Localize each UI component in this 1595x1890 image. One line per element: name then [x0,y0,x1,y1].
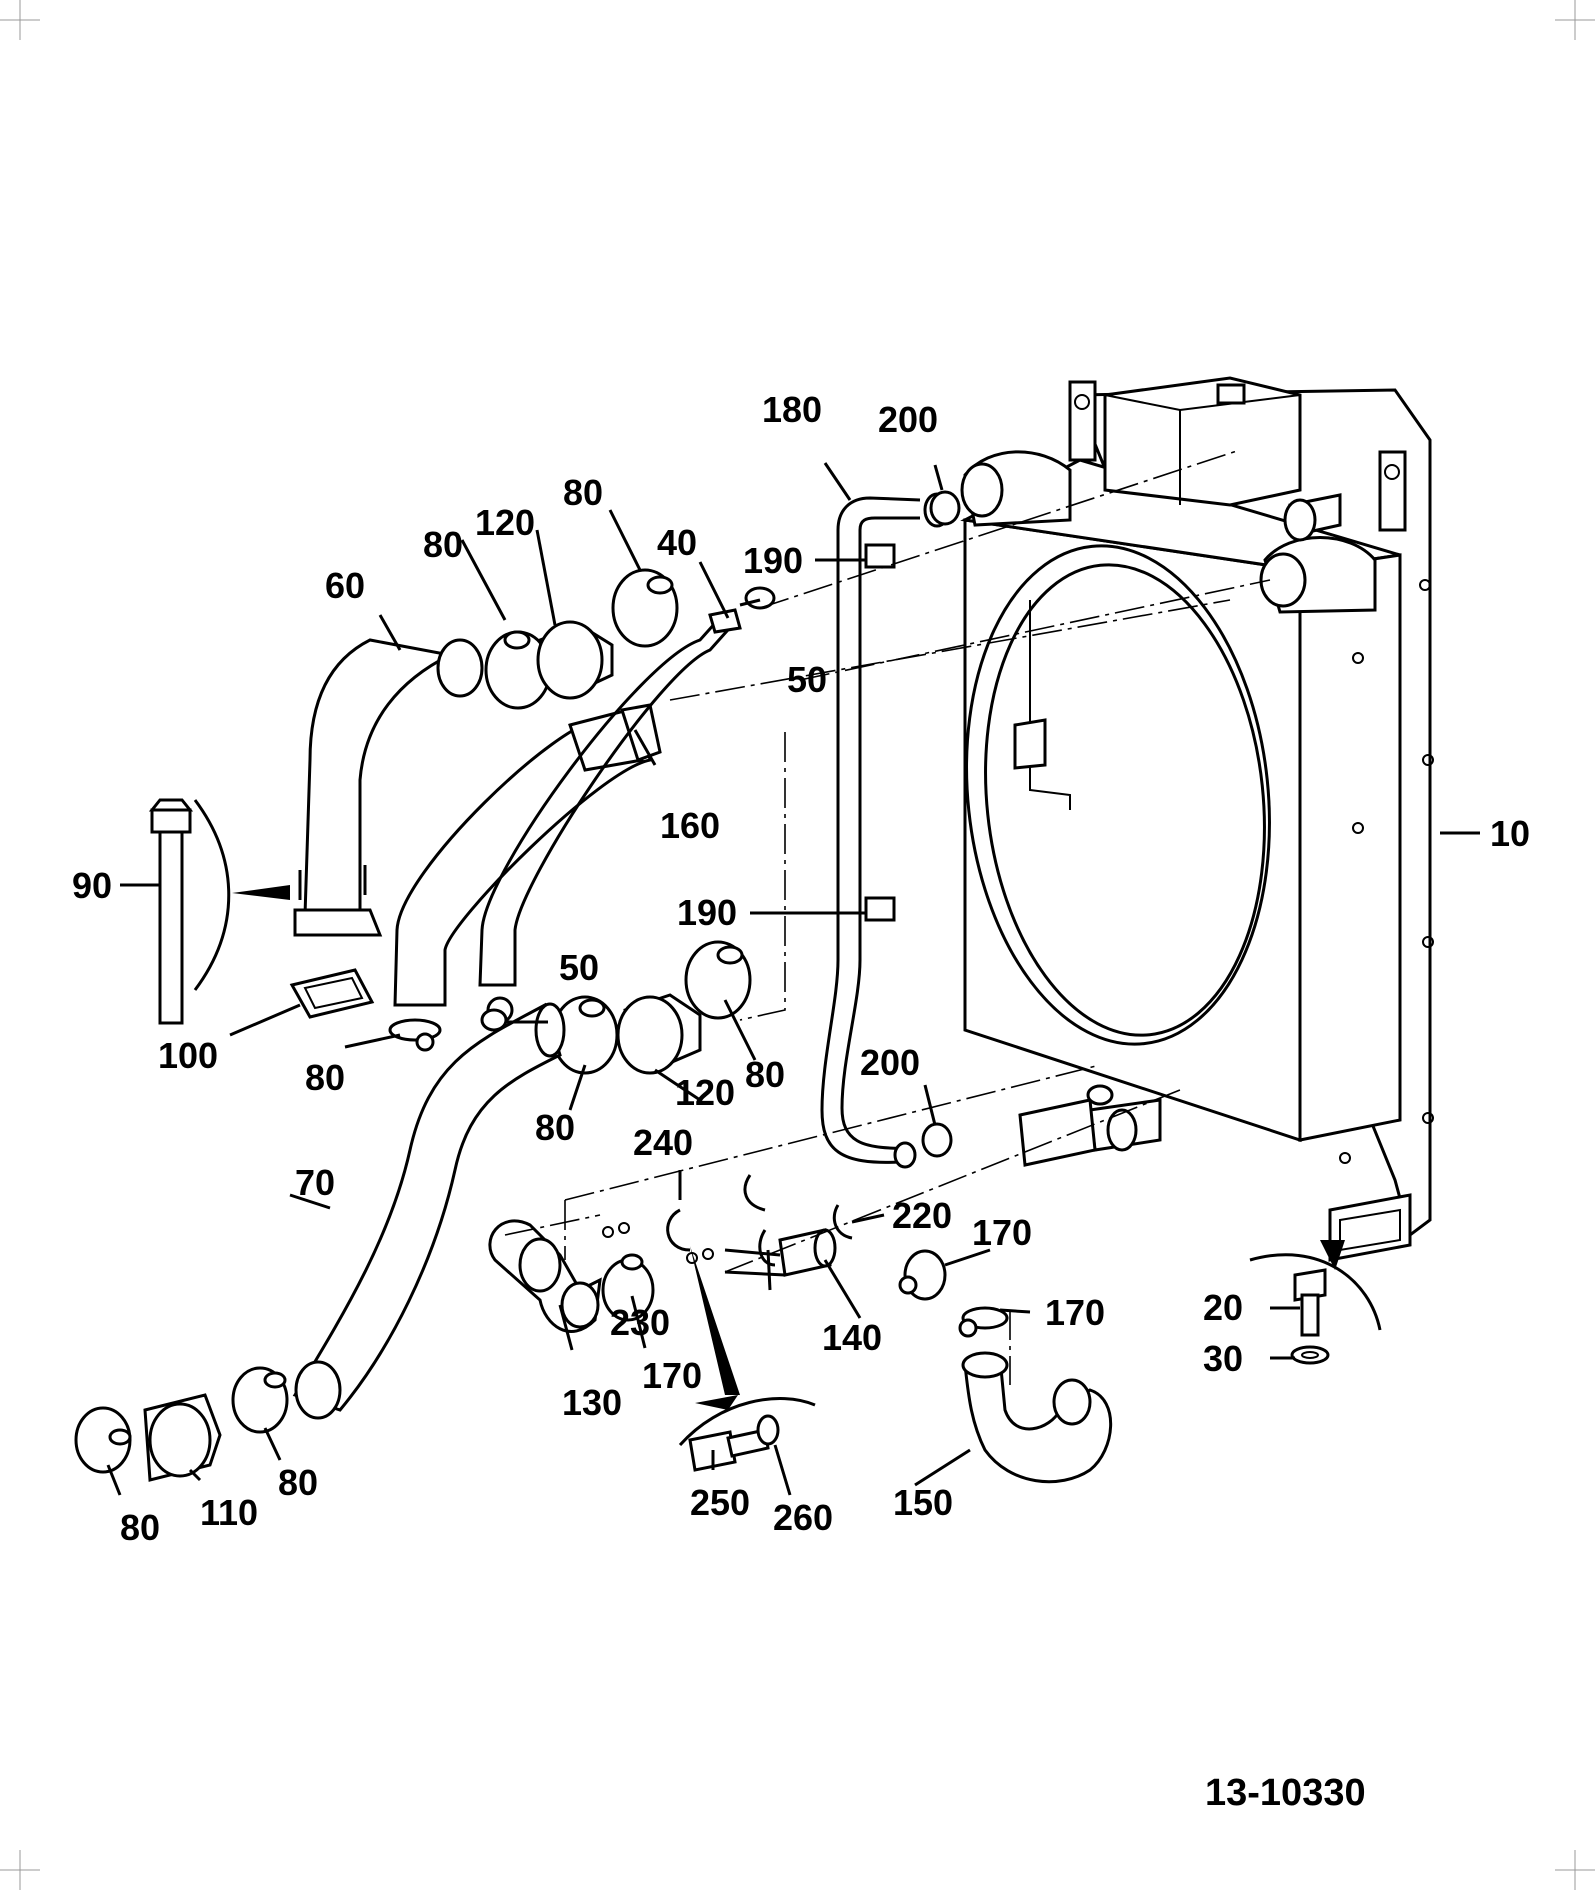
label-80-mid-left: 80 [535,1107,575,1148]
label-120-top: 120 [475,502,535,543]
label-90: 90 [72,865,112,906]
label-130: 130 [562,1382,622,1423]
label-250: 250 [690,1482,750,1523]
label-230: 230 [610,1302,670,1343]
clamp-200 [921,490,961,1158]
hose-60 [293,638,484,937]
label-80-top-left: 80 [423,524,463,565]
pipe-160 [393,608,742,1024]
label-10: 10 [1490,813,1530,854]
label-80-bottom-right: 80 [278,1462,318,1503]
label-80-mid-right: 80 [745,1054,785,1095]
coupling-group-top [484,568,679,710]
gasket-100 [289,968,375,1019]
label-110: 110 [200,1492,258,1533]
label-50-lower: 50 [559,947,599,988]
label-60: 60 [325,565,365,606]
coupling-group-mid [551,940,752,1075]
label-50-upper: 50 [787,659,827,700]
label-80-bottom-left: 80 [120,1507,160,1548]
label-40: 40 [657,522,697,563]
label-80-under-60: 80 [305,1057,345,1098]
hose-130 [488,1219,655,1333]
clamp-80-a [388,1018,442,1052]
drawing-reference-number: 13-10330 [1205,1772,1366,1814]
clip-50 [480,586,776,1032]
label-220: 220 [892,1195,952,1236]
label-170-right-upper: 170 [972,1212,1032,1253]
label-160: 160 [660,805,720,846]
hose-150 [961,1351,1113,1484]
label-170-right-lower: 170 [1045,1292,1105,1333]
label-150: 150 [893,1482,953,1523]
clamp-170 [898,1249,1009,1338]
label-140: 140 [822,1317,882,1358]
label-170-bottom: 170 [642,1355,702,1396]
label-240: 240 [633,1122,693,1163]
clip-190 [864,543,896,922]
label-120-mid: 120 [675,1072,735,1113]
brackets-220-230-240 [602,1174,853,1267]
coupling-group-bottom [74,1366,289,1482]
label-70: 70 [295,1162,335,1203]
label-200-bottom: 200 [860,1042,920,1083]
label-100: 100 [158,1035,218,1076]
tube-140 [724,1228,837,1277]
label-200-top: 200 [878,399,938,440]
label-190-lower: 190 [677,892,737,933]
assembly-lines [504,449,1271,1385]
bolt-20-washer-30 [1249,1240,1382,1365]
bolt-90 [148,798,290,1025]
label-190-upper: 190 [743,540,803,581]
label-80-top-right: 80 [563,472,603,513]
label-180: 180 [762,389,822,430]
hose-70 [292,1002,566,1420]
bolt-250-washer-260 [678,1395,816,1472]
label-30: 30 [1203,1338,1243,1379]
callout-labels: 10 20 30 40 50 50 60 70 80 80 80 80 80 8… [72,389,1530,1814]
label-20: 20 [1203,1287,1243,1328]
radiator-assembly [960,376,1434,1262]
label-260: 260 [773,1497,833,1538]
leader-lines [106,462,1480,1496]
